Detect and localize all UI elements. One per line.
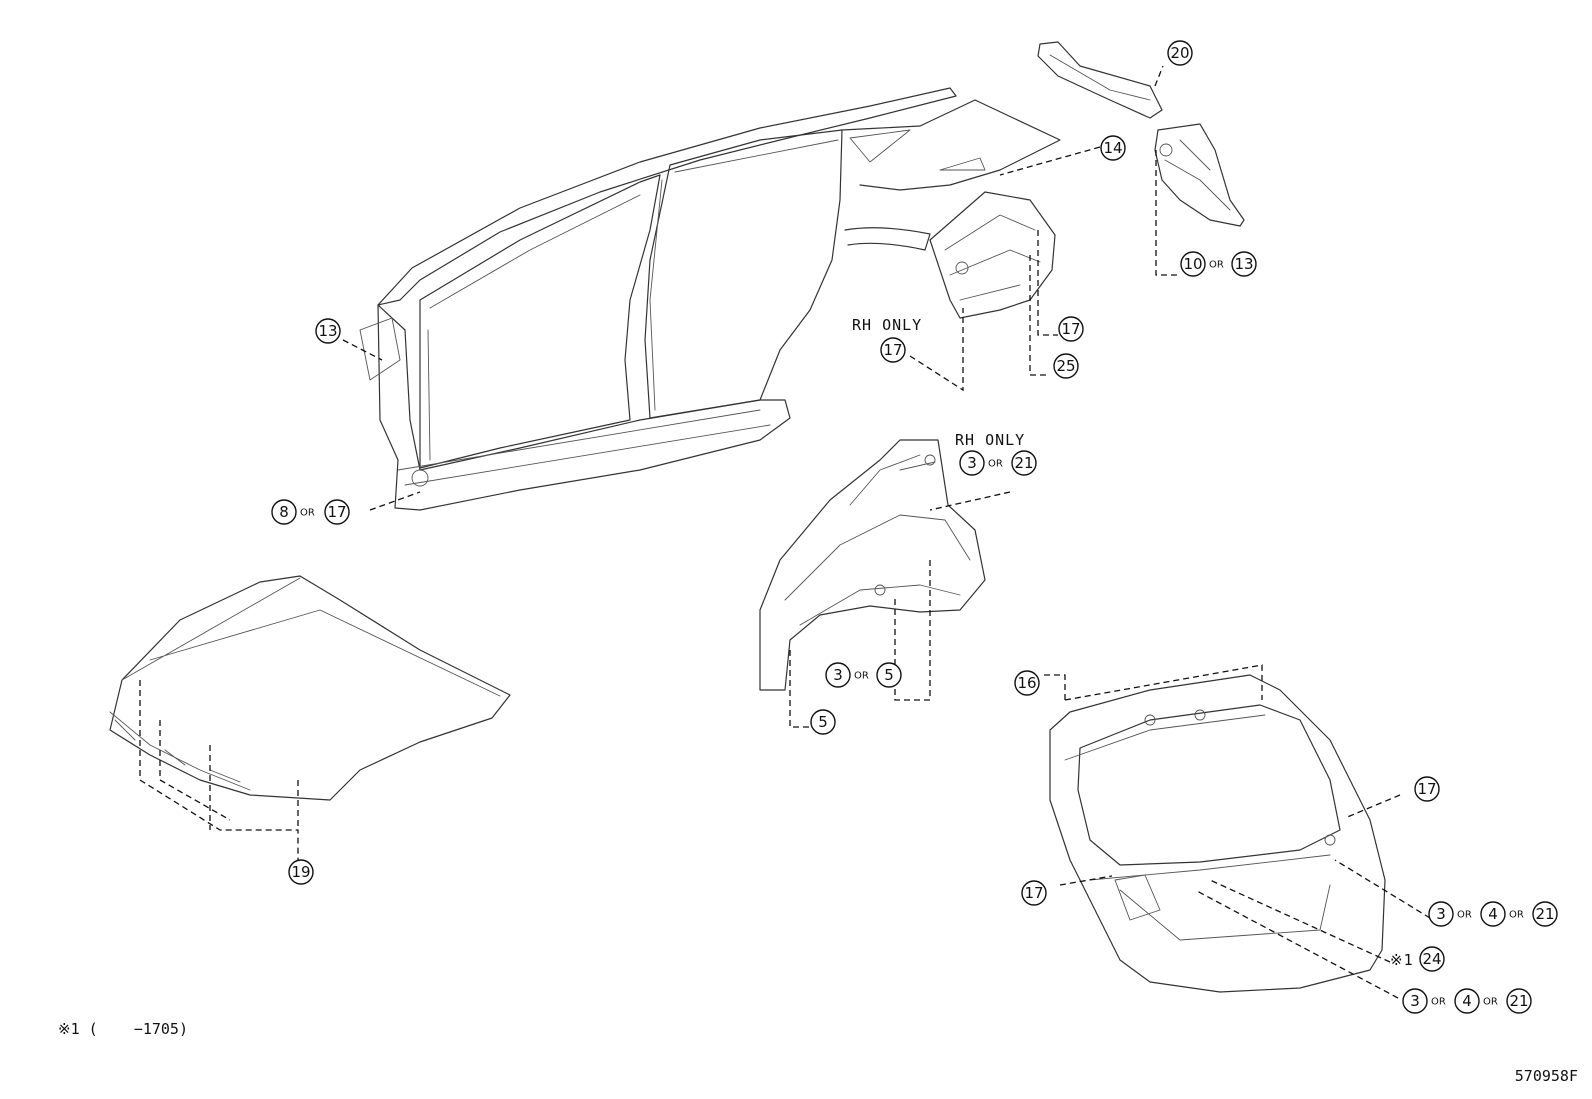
svg-text:4: 4: [1462, 992, 1472, 1010]
callout-25: 25: [1053, 353, 1079, 379]
back-door: [1049, 674, 1386, 993]
svg-text:8: 8: [279, 503, 289, 521]
svg-text:17: 17: [1061, 320, 1080, 338]
svg-text:13: 13: [318, 322, 337, 340]
svg-text:OR: OR: [1431, 997, 1446, 1008]
callout-3-or-4-or-21-upper: 3 OR 4 OR 21: [1428, 901, 1558, 927]
svg-text:19: 19: [291, 863, 310, 881]
rear-pillar-inner-panel: [1154, 123, 1245, 227]
svg-text:OR: OR: [988, 459, 1003, 470]
roof-bracket: [1037, 41, 1163, 119]
svg-text:5: 5: [818, 713, 828, 731]
callout-16: 16: [1014, 670, 1040, 696]
svg-text:13: 13: [1234, 255, 1253, 273]
svg-text:OR: OR: [1457, 910, 1472, 921]
svg-text:14: 14: [1103, 139, 1122, 157]
svg-text:※1: ※1: [1390, 951, 1414, 969]
svg-text:17: 17: [883, 341, 902, 359]
svg-text:5: 5: [884, 666, 894, 684]
svg-text:20: 20: [1170, 44, 1189, 62]
svg-text:3: 3: [967, 454, 977, 472]
svg-text:10: 10: [1183, 255, 1202, 273]
svg-text:OR: OR: [1483, 997, 1498, 1008]
callout-20: 20: [1167, 40, 1193, 66]
svg-text:OR: OR: [1509, 910, 1524, 921]
callout-10-or-13: 10 OR 13: [1180, 251, 1257, 277]
svg-text:21: 21: [1509, 992, 1528, 1010]
callout-17-gate-right: 17: [1414, 776, 1440, 802]
svg-text:21: 21: [1535, 905, 1554, 923]
rh-only-note-lower: RH ONLY: [955, 431, 1025, 449]
svg-text:24: 24: [1422, 950, 1441, 968]
callout-5: 5: [810, 709, 836, 735]
svg-text:17: 17: [327, 503, 346, 521]
callout-3-or-21-rh: 3 OR 21: [959, 450, 1037, 476]
callout-3-or-5: 3 OR 5: [825, 662, 902, 688]
callout-17-gate-left: 17: [1021, 880, 1047, 906]
svg-text:21: 21: [1014, 454, 1033, 472]
hood-panel: [109, 575, 511, 801]
leader-lines: [139, 65, 1431, 999]
callout-19: 19: [288, 859, 314, 885]
svg-text:OR: OR: [854, 671, 869, 682]
rh-only-note-upper: RH ONLY: [852, 316, 922, 334]
callout-17-rh: 17: [880, 337, 906, 363]
svg-text:4: 4: [1488, 905, 1498, 923]
svg-text:16: 16: [1017, 674, 1036, 692]
callout-24: ※1 24: [1390, 946, 1445, 972]
callout-13: 13: [315, 318, 341, 344]
svg-text:3: 3: [1436, 905, 1446, 923]
svg-text:3: 3: [833, 666, 843, 684]
svg-text:17: 17: [1417, 780, 1436, 798]
svg-text:OR: OR: [1209, 260, 1224, 271]
callout-3-or-4-or-21-lower: 3 OR 4 OR 21: [1402, 988, 1532, 1014]
footnote-production-date: ※1 ( −1705): [58, 1020, 188, 1038]
quarter-inner-bracket: [929, 191, 1056, 319]
callout-17-side: 17: [1058, 316, 1084, 342]
callout-8-or-17: 8 OR 17: [271, 499, 350, 525]
body-side-panel: [359, 87, 1061, 511]
svg-text:17: 17: [1024, 884, 1043, 902]
svg-text:3: 3: [1410, 992, 1420, 1010]
figure-id: 570958F: [1514, 1067, 1578, 1085]
callout-14: 14: [1100, 135, 1126, 161]
svg-text:25: 25: [1056, 357, 1075, 375]
svg-text:OR: OR: [300, 508, 315, 519]
wheel-house-liner: [759, 439, 986, 691]
